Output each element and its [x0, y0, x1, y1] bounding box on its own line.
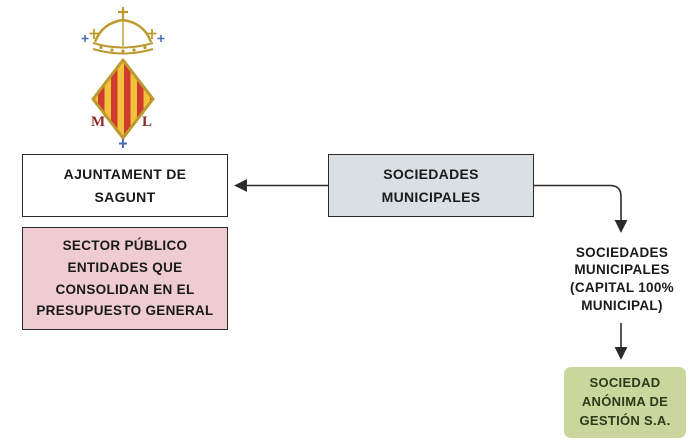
node-sector-publico: SECTOR PÚBLICO ENTIDADES QUE CONSOLIDAN … — [22, 227, 228, 330]
node-ajuntament-de-sagunt: AJUNTAMENT DE SAGUNT — [22, 154, 228, 217]
arrow-sociedades-to-capital — [533, 184, 628, 233]
node-sociedades-municipales: SOCIEDADES MUNICIPALES — [328, 154, 534, 217]
crown-icon — [81, 7, 165, 55]
crown-blue-crosses-icon — [81, 35, 165, 42]
node-sociedad-anonima-de-gestion: SOCIEDAD ANÓNIMA DE GESTIÓN S.A. — [564, 367, 686, 438]
emblem-letter-l: L — [142, 114, 152, 130]
emblem-letter-m: M — [91, 114, 105, 130]
label-sociedades-capital-100-municipal: SOCIEDADES MUNICIPALES (CAPITAL 100% MUN… — [570, 244, 674, 313]
senyera-shield-icon — [91, 58, 155, 140]
emblem-bottom-cross-icon — [119, 139, 127, 148]
coat-of-arms-icon: M L — [81, 7, 165, 148]
sagunt-coat-of-arms: M L — [78, 6, 168, 148]
